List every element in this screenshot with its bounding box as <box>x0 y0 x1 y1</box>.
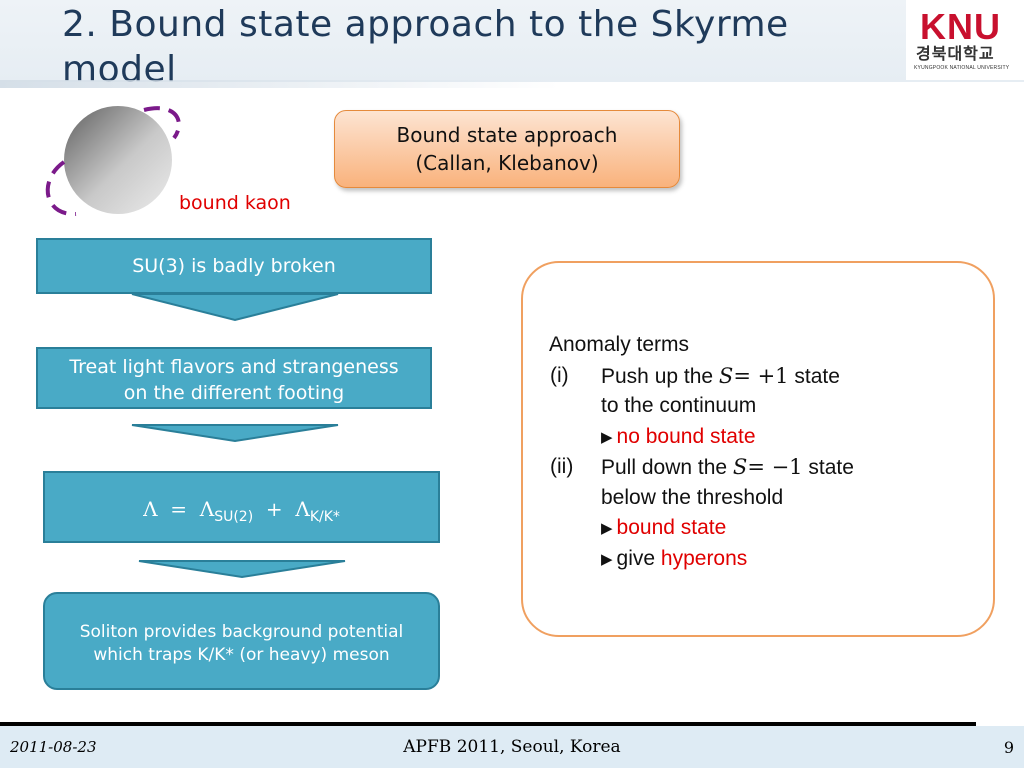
item-ii-var: S <box>732 455 748 479</box>
flow-arrow-2-icon <box>131 424 339 443</box>
item-i-pre: Push up the <box>601 364 719 388</box>
item-i-post: state <box>788 364 840 388</box>
step1-text: SU(3) is badly broken <box>132 255 336 277</box>
flow-step-different-footing: Treat light flavors and strangeness on t… <box>36 347 432 409</box>
equation-equals: = <box>170 497 188 521</box>
anomaly-item-ii: (ii) Pull down the S= −1 state <box>549 452 854 483</box>
item-i-result-text: no bound state <box>616 424 756 448</box>
subscript-su2: SU(2) <box>214 509 254 525</box>
footer-date: 2011-08-23 <box>10 738 97 756</box>
logo-mark: KNU <box>920 6 1001 47</box>
footer-divider <box>0 722 976 726</box>
approach-title: Bound state approach <box>396 123 618 147</box>
university-logo: KNU 경북대학교 KYUNGPOOK NATIONAL UNIVERSITY <box>906 0 1024 80</box>
item-ii-value: = −1 <box>747 455 803 479</box>
slide-title: 2. Bound state approach to the Skyrme mo… <box>62 4 789 90</box>
flow-arrow-1-icon <box>131 294 339 322</box>
item-ii-pre: Pull down the <box>601 456 733 479</box>
slide-header <box>0 0 1024 82</box>
anomaly-item-ii-line2: below the threshold <box>549 483 783 514</box>
item-i-var: S <box>718 363 734 388</box>
approach-authors: (Callan, Klebanov) <box>415 151 599 175</box>
anomaly-item-i-line2: to the continuum <box>549 391 756 422</box>
anomaly-item-i: (i) Push up the S= +1 state <box>549 361 840 392</box>
lambda-su2-symbol: Λ <box>199 497 215 521</box>
flow-step-lambda-equation: Λ = ΛSU(2) + ΛK/K* <box>43 471 440 543</box>
bound-state-approach-box: Bound state approach (Callan, Klebanov) <box>334 110 680 188</box>
logo-english-name: KYUNGPOOK NATIONAL UNIVERSITY <box>914 65 1010 71</box>
bullet-triangle-icon: ▶ <box>601 520 613 537</box>
kaon-orbit-lower <box>45 160 77 217</box>
bound-kaon-label: bound kaon <box>179 192 291 214</box>
item-ii-post: state <box>802 456 854 479</box>
anomaly-item-ii-result2: ▶give hyperons <box>549 544 747 575</box>
anomaly-terms-list: Anomaly terms (i) Push up the S= +1 stat… <box>549 330 854 575</box>
soliton-core <box>64 106 172 214</box>
logo-korean-name: 경북대학교 <box>916 44 995 63</box>
anomaly-item-ii-result1: ▶bound state <box>549 513 726 544</box>
anomaly-terms-box <box>521 261 995 637</box>
step4-line1: Soliton provides background potential <box>79 622 404 642</box>
item-i-value: = +1 <box>733 363 789 388</box>
step2-line2: on the different footing <box>123 382 345 404</box>
slide-footer <box>0 726 1024 768</box>
item-ii-result2-red: hyperons <box>660 546 748 570</box>
flow-arrow-3-icon <box>138 560 346 579</box>
item-i-continuation: to the continuum <box>601 394 757 417</box>
anomaly-heading-row: Anomaly terms <box>549 330 689 361</box>
subscript-kk: K/K* <box>309 509 340 525</box>
item-ii-continuation: below the threshold <box>601 485 784 509</box>
flow-step-su3-broken: SU(3) is badly broken <box>36 238 432 294</box>
item-ii-result1-text: bound state <box>616 516 727 539</box>
kaon-orbit-upper <box>143 106 181 140</box>
item-ii-result2-pre: give <box>616 546 661 570</box>
soliton-sphere-icon <box>45 106 181 217</box>
page-number: 9 <box>1003 738 1014 757</box>
step2-line1: Treat light flavors and strangeness <box>69 356 399 378</box>
footer-event: APFB 2011, Seoul, Korea <box>403 737 621 757</box>
anomaly-heading: Anomaly terms <box>549 333 690 356</box>
lambda-kk-symbol: Λ <box>295 497 310 521</box>
bullet-triangle-icon: ▶ <box>601 550 613 568</box>
equation-plus: + <box>265 497 283 521</box>
item-i-number: (i) <box>550 363 569 387</box>
anomaly-item-i-result: ▶no bound state <box>549 422 756 453</box>
title-underline <box>0 80 560 88</box>
flow-step-soliton-potential: Soliton provides background potential wh… <box>43 592 440 690</box>
soliton-illustration <box>36 100 196 230</box>
bullet-triangle-icon: ▶ <box>601 428 613 446</box>
lambda-symbol: Λ <box>143 497 158 521</box>
item-ii-number: (ii) <box>550 455 574 478</box>
step4-line2: which traps K/K* (or heavy) meson <box>93 645 390 665</box>
